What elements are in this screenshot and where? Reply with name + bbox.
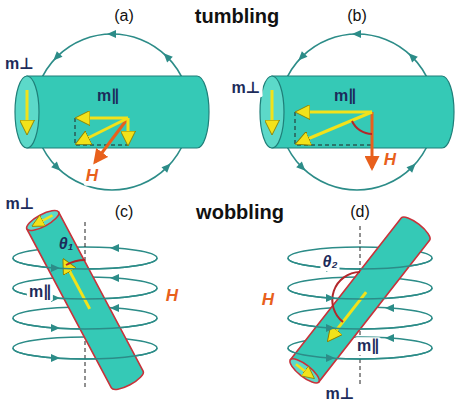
angle-arc — [332, 272, 360, 322]
field-label: H — [382, 151, 398, 170]
vector-label: m∥ — [332, 87, 358, 105]
field-arrowhead — [326, 354, 335, 362]
panel-letter: (c) — [113, 203, 136, 221]
field-vector — [371, 112, 374, 168]
moment-vector — [78, 117, 128, 120]
field-label: H — [260, 291, 276, 310]
angle-arc — [66, 260, 85, 265]
field-line — [288, 318, 432, 329]
field-arrowhead — [107, 30, 116, 38]
field-arrowhead — [326, 294, 335, 302]
field-line — [288, 258, 432, 269]
field-arrowhead — [406, 50, 418, 62]
tumbling-panel-a — [15, 34, 209, 190]
vector-label: m⊥ — [4, 195, 37, 213]
field-arrowhead — [352, 30, 361, 38]
field-arrowhead — [51, 354, 60, 362]
moment-vector — [298, 111, 372, 114]
dashed-guide — [75, 118, 128, 145]
field-arrowhead — [161, 161, 173, 173]
field-arrowhead — [161, 50, 173, 62]
field-arrowhead — [385, 304, 394, 312]
field-line — [13, 318, 157, 329]
cylinder — [260, 76, 454, 148]
field-label: H — [84, 167, 100, 186]
field-arrowhead — [385, 334, 394, 342]
field-arrowhead — [50, 51, 62, 63]
field-arrowhead — [51, 324, 60, 332]
field-label: H — [164, 287, 180, 306]
field-arrowhead — [110, 274, 119, 282]
angle-arc — [352, 121, 372, 134]
dashed-guide — [295, 112, 372, 145]
moment-vector — [127, 118, 130, 143]
tumbling-panel-b — [260, 34, 454, 190]
angle-label: θ₁ — [57, 235, 76, 253]
vector-label: m⊥ — [230, 79, 263, 97]
vector-label: m∥ — [355, 337, 381, 355]
vector-label: m⊥ — [324, 385, 357, 403]
vector-label: m∥ — [27, 283, 53, 301]
field-arrowhead — [110, 244, 119, 252]
field-arrowhead — [51, 161, 63, 173]
field-arrowhead — [326, 324, 335, 332]
vector-label: m⊥ — [3, 55, 36, 73]
panel-letter: (d) — [348, 203, 372, 221]
field-line — [288, 288, 432, 299]
section-heading: tumbling — [193, 5, 281, 27]
section-heading: wobbling — [194, 201, 286, 223]
cylinder — [287, 213, 434, 386]
wobbling-panel-c — [13, 207, 157, 393]
field-arrowhead — [296, 161, 308, 173]
moment-vector — [298, 112, 372, 143]
wobbling-panel-d — [287, 213, 434, 386]
panel-letter: (a) — [112, 7, 136, 25]
field-line — [13, 348, 157, 359]
vector-label: m∥ — [95, 87, 121, 105]
field-line — [13, 258, 157, 269]
field-arrowhead — [51, 264, 60, 272]
angle-label: θ₂ — [320, 253, 339, 271]
field-arrowhead — [295, 51, 307, 63]
moment-vector — [78, 118, 128, 143]
cylinder — [24, 207, 146, 393]
panel-letter: (b) — [345, 7, 369, 25]
field-arrowhead — [406, 161, 418, 173]
